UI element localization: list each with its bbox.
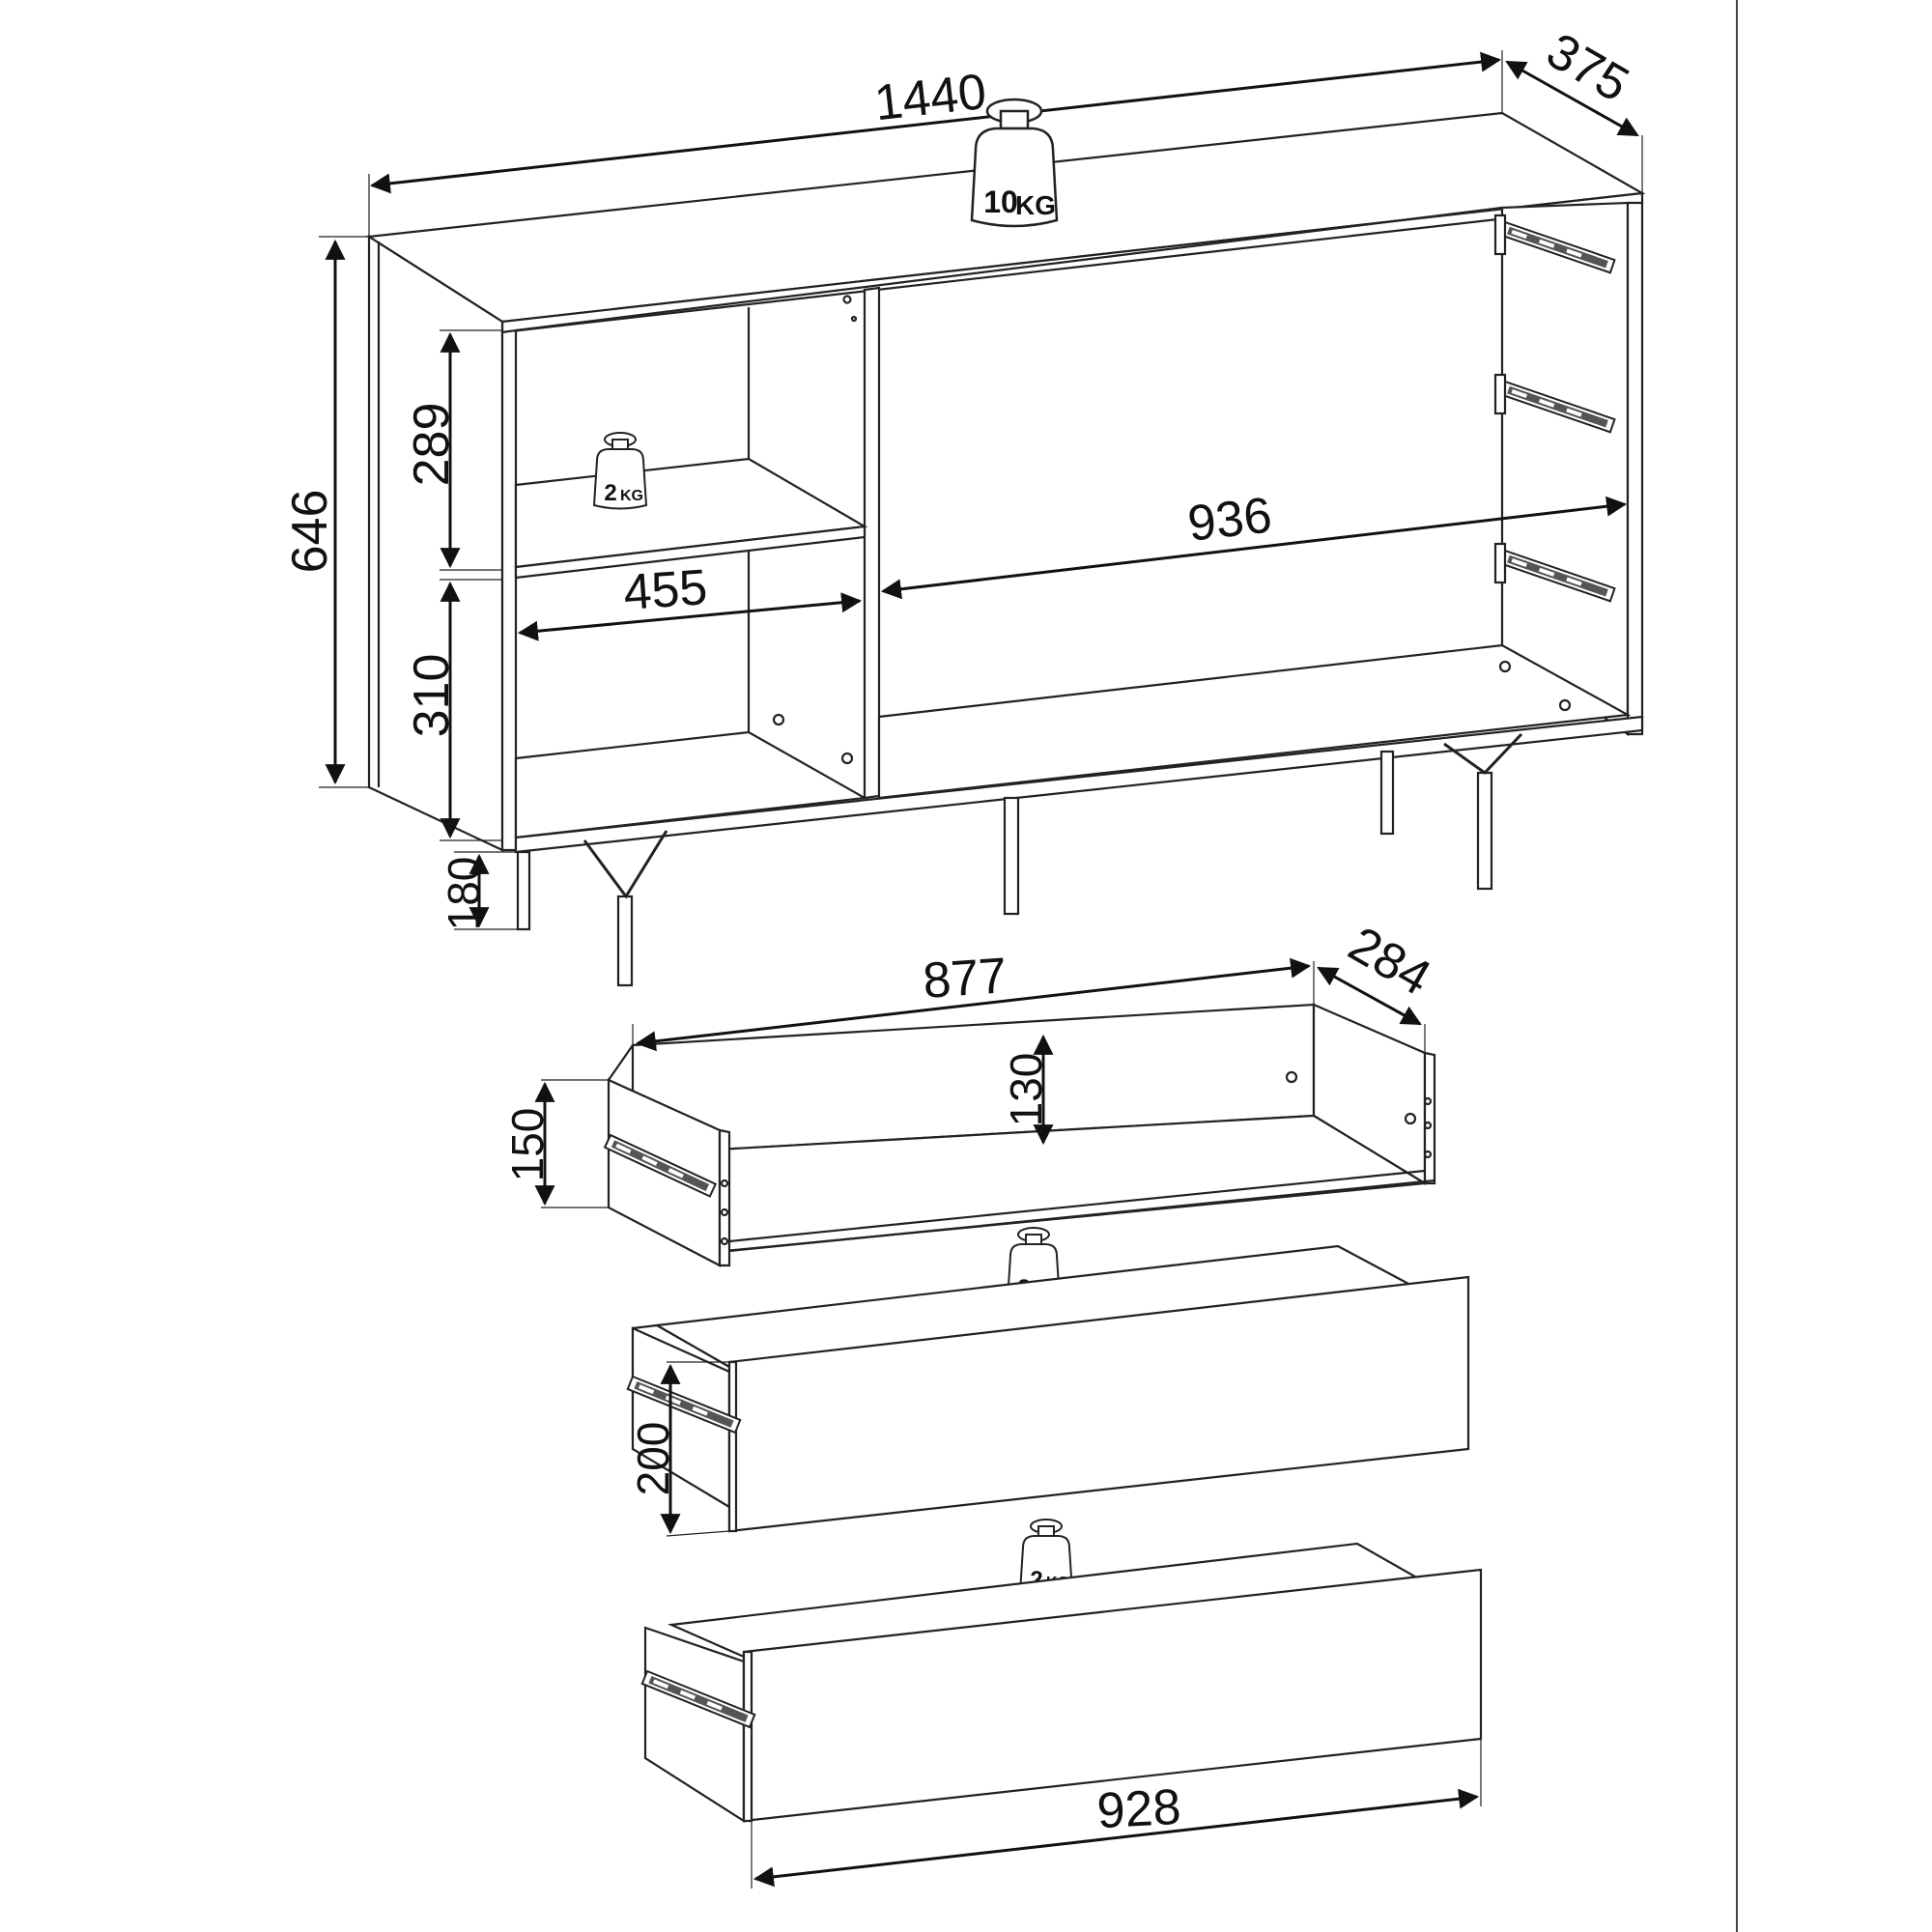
dim-text-150: 150 xyxy=(502,1108,553,1182)
dim-text-289: 289 xyxy=(404,403,460,487)
cabinet-right-front-edge xyxy=(1626,201,1644,736)
dimension-936: 936 xyxy=(880,487,1628,600)
cabinet-bottom-panel xyxy=(514,730,868,839)
bottom-drawer xyxy=(640,1542,1483,1824)
dim-text-130: 130 xyxy=(1001,1053,1051,1127)
dimension-130: 130 xyxy=(1001,1034,1054,1146)
dim-text-1440: 1440 xyxy=(871,64,988,131)
dim-text-877: 877 xyxy=(922,948,1009,1009)
dimension-455: 455 xyxy=(517,559,863,641)
dimension-646: 646 xyxy=(282,236,369,788)
cabinet-left-side xyxy=(367,234,504,852)
cabinet-left-front-edge xyxy=(500,328,518,852)
dim-text-455: 455 xyxy=(622,559,710,621)
dimension-200: 200 xyxy=(628,1361,730,1537)
dim-text-180: 180 xyxy=(439,857,489,931)
middle-drawer xyxy=(626,1244,1470,1533)
cabinet-right-side xyxy=(1500,201,1630,737)
top-drawer xyxy=(604,1003,1436,1267)
dimension-150: 150 xyxy=(502,1079,609,1208)
dim-text-284: 284 xyxy=(1339,916,1439,1007)
dim-text-310: 310 xyxy=(404,654,460,738)
weight-2kg-shelf-unit: KG xyxy=(620,488,643,504)
dimension-310: 310 xyxy=(404,579,502,841)
cabinet xyxy=(365,111,1646,987)
dimension-928: 928 xyxy=(751,1739,1482,1889)
weight-10kg-unit: KG xyxy=(1015,190,1056,220)
dimension-180: 180 xyxy=(439,851,522,931)
dim-text-936: 936 xyxy=(1185,487,1275,552)
dimension-289: 289 xyxy=(404,329,502,571)
dim-text-646: 646 xyxy=(282,490,338,574)
cabinet-legs xyxy=(516,732,1523,987)
weight-10kg-number: 10 xyxy=(983,185,1018,219)
cabinet-middle-divider xyxy=(863,286,881,800)
dimension-1440: 1440 xyxy=(368,50,1503,237)
weight-2kg-shelf-number: 2 xyxy=(604,480,616,506)
dim-text-375: 375 xyxy=(1537,22,1637,113)
dim-text-928: 928 xyxy=(1095,1779,1182,1839)
dimension-877: 877 xyxy=(632,948,1315,1052)
cabinet-bottom-front-edge xyxy=(514,715,1644,854)
dim-text-200: 200 xyxy=(628,1422,678,1496)
weight-2kg-shelf-icon: 2 KG xyxy=(592,432,648,510)
weight-10kg-icon: 10 KG xyxy=(970,98,1059,228)
